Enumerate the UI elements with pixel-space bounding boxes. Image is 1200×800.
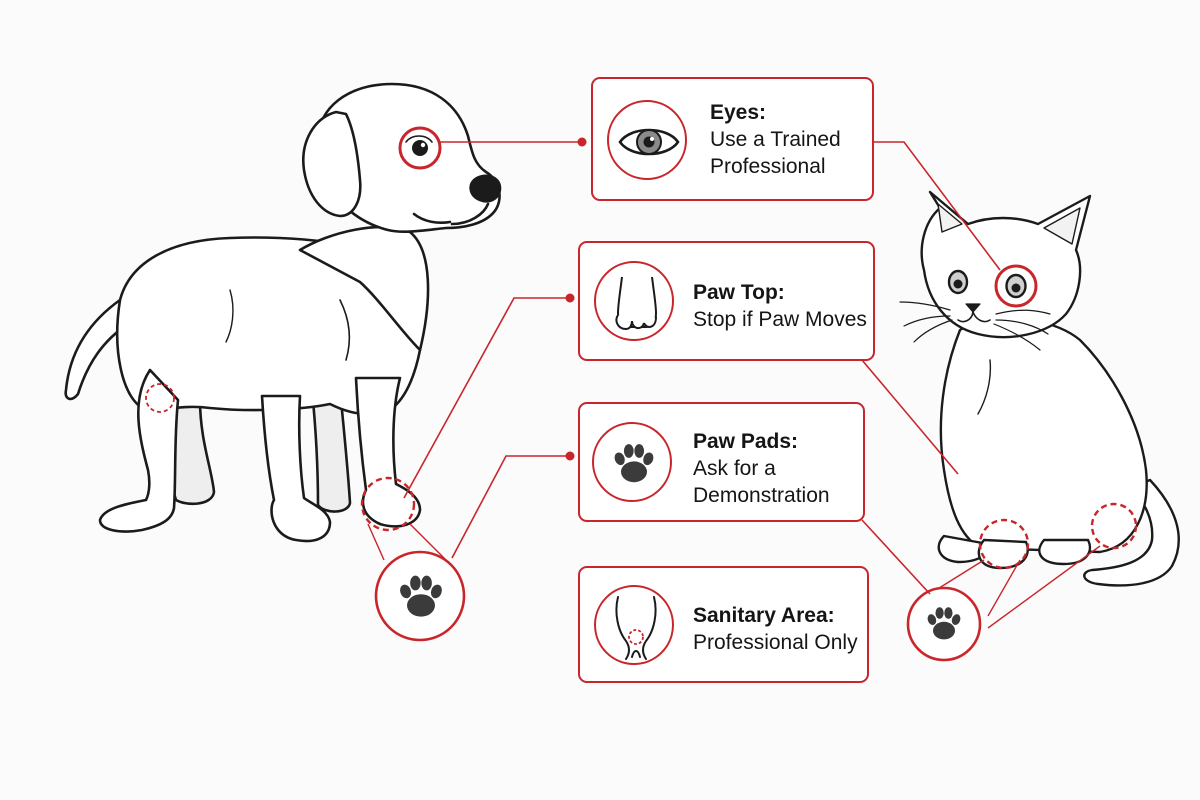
card-eyes: Eyes: Use a Trained Professional [591, 77, 874, 201]
card-paw-pads: Paw Pads: Ask for a Demonstration [578, 402, 865, 522]
paw-print-icon [592, 422, 672, 502]
card-sanitary-title: Sanitary Area: [693, 604, 835, 627]
card-paw-top-body: Stop if Paw Moves [693, 308, 867, 331]
cat-hip-marker [1090, 502, 1138, 550]
eye-icon [607, 100, 687, 180]
card-paw-pads-body: Ask for a Demonstration [693, 457, 830, 507]
card-paw-top: Paw Top: Stop if Paw Moves [578, 241, 875, 361]
dog-hip-marker [145, 383, 175, 413]
connector-paw-top [403, 297, 570, 499]
cat-illustration [899, 190, 1180, 587]
card-eyes-title: Eyes: [710, 101, 767, 124]
cat-paw-marker [978, 518, 1030, 570]
card-sanitary: Sanitary Area: Professional Only [578, 566, 869, 683]
connector-paw-top-cat [861, 359, 959, 475]
cat-paw-zoom [906, 586, 982, 662]
card-sanitary-body: Professional Only [693, 631, 858, 654]
connector-paw-pads [451, 455, 570, 559]
cat-eye-marker [994, 264, 1038, 308]
paw-top-icon [594, 261, 674, 341]
connector-paw-pads-cat [861, 519, 931, 595]
connector-cat-eye [874, 141, 1001, 271]
dog-eye-marker [398, 126, 442, 170]
dog-illustration [64, 82, 502, 543]
dog-paw-zoom [374, 550, 466, 642]
dog-paw-marker [360, 476, 416, 532]
card-paw-pads-title: Paw Pads: [693, 430, 799, 453]
sanitary-area-icon [594, 585, 674, 665]
card-eyes-body: Use a Trained Professional [710, 128, 841, 178]
card-paw-top-title: Paw Top: [693, 281, 785, 304]
